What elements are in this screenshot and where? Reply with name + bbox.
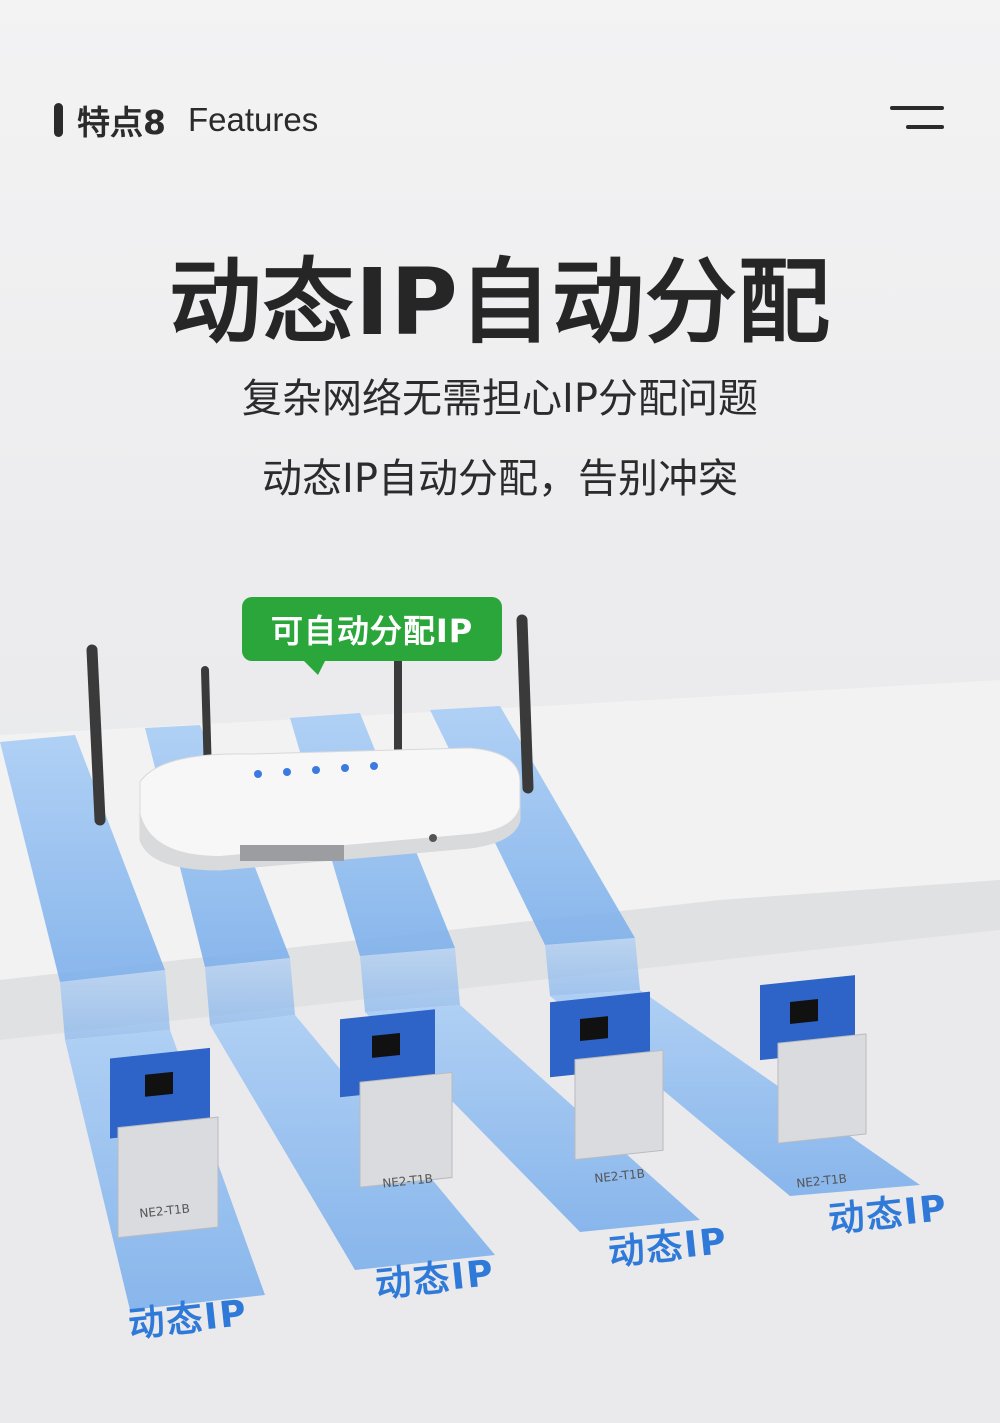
router (139, 747, 521, 871)
module-1: NE2-T1B (110, 1047, 219, 1239)
auto-ip-callout: 可自动分配IP (242, 597, 502, 675)
feature-header: 特点8 Features (54, 98, 318, 142)
header-accent-bar (54, 103, 63, 137)
subtitle-1: 复杂网络无需担心IP分配问题 (242, 376, 758, 422)
network-illustration: NE2-T1B NE2-T1B NE2-T1B NE2-T1B (0, 614, 1000, 1423)
module-model-text: NE2-T1B (139, 1201, 191, 1220)
module-2: NE2-T1B (340, 1009, 453, 1191)
svg-text:NE2-T1B: NE2-T1B (796, 1171, 848, 1190)
module-3: NE2-T1B (550, 991, 664, 1186)
menu-icon[interactable] (890, 106, 944, 132)
page-title: 动态IP自动分配 (169, 249, 831, 356)
module-4: NE2-T1B (760, 975, 867, 1191)
feature-label: Features (187, 101, 319, 138)
svg-text:NE2-T1B: NE2-T1B (382, 1171, 434, 1190)
feature-number: 特点8 (77, 103, 166, 142)
svg-text:NE2-T1B: NE2-T1B (594, 1166, 646, 1185)
subtitle-2: 动态IP自动分配，告别冲突 (262, 456, 738, 502)
